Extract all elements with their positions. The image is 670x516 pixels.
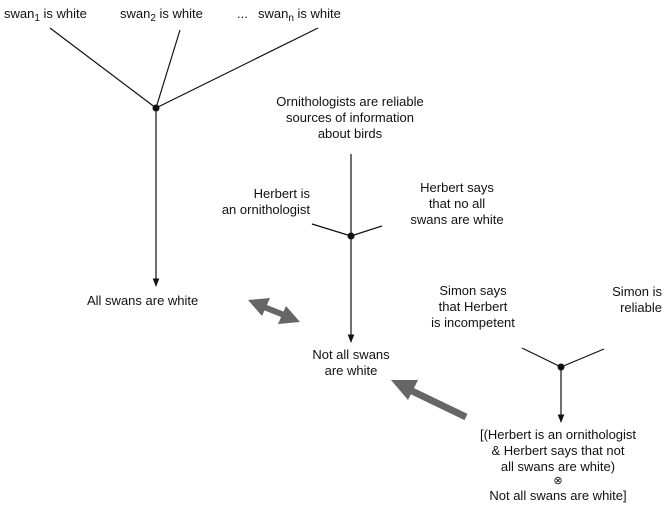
edge-swan2 — [155, 29, 181, 109]
edge-swan1 — [49, 27, 157, 109]
edge-simon-says — [521, 347, 562, 368]
premise-simon-reliable: Simon is reliable — [612, 284, 662, 315]
premise-swan-1: swan1 is white — [4, 6, 87, 24]
rebuttal-double-arrow — [248, 298, 300, 324]
edge-herbert-says — [350, 225, 383, 237]
edge-simon-reliable — [560, 348, 605, 368]
undercutter-conclusion: [(Herbert is an ornithologist & Herbert … — [452, 427, 664, 504]
conclusion-not-all-swans-white: Not all swans are white — [312, 347, 390, 378]
ellipsis: ... — [237, 6, 248, 21]
otimes-symbol: ⊗ — [553, 475, 563, 487]
conclusion-all-swans-white: All swans are white — [87, 293, 199, 308]
premise-ornithologists-reliable: Ornithologists are reliable sources of i… — [276, 94, 424, 141]
premise-simon-says: Simon says that Herbert is incompetent — [431, 283, 515, 330]
premise-swan-n: swann is white — [258, 6, 341, 24]
edge-swann — [155, 27, 319, 109]
edge-herbert-is — [311, 223, 352, 237]
premise-herbert-says: Herbert says that no all swans are white — [410, 180, 504, 227]
undercut-arrow — [391, 380, 468, 421]
premise-herbert-is-ornithologist: Herbert is an ornithologist — [221, 186, 310, 217]
premise-swan-2: swan2 is white — [120, 6, 203, 24]
